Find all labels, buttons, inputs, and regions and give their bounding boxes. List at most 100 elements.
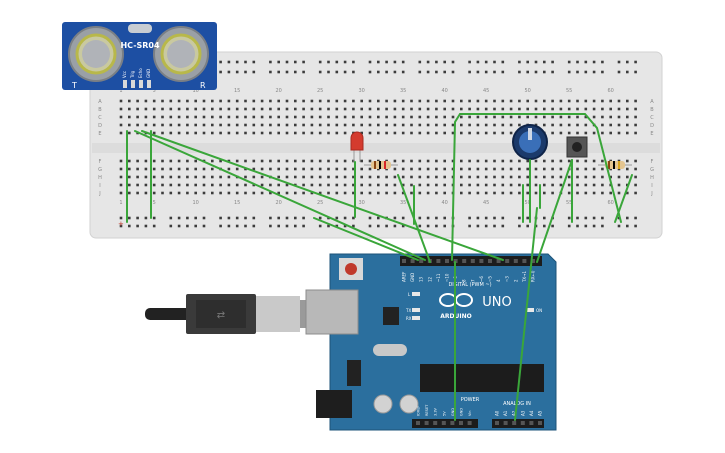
breadboard-hole[interactable] [169,175,173,179]
breadboard-hole[interactable] [626,183,629,187]
breadboard-hole[interactable] [302,224,305,228]
breadboard-hole[interactable] [335,99,339,103]
breadboard-hole[interactable] [543,60,546,64]
breadboard-hole[interactable] [468,183,471,187]
breadboard-hole[interactable] [626,191,629,195]
breadboard-hole[interactable] [435,183,438,187]
breadboard-hole[interactable] [235,191,239,195]
breadboard-hole[interactable] [401,175,405,179]
breadboard-hole[interactable] [484,123,488,127]
wire[interactable] [451,113,622,261]
breadboard-hole[interactable] [227,115,231,119]
breadboard-hole[interactable] [501,216,505,220]
breadboard-hole[interactable] [418,224,422,228]
breadboard-hole[interactable] [509,115,513,119]
breadboard-hole[interactable] [460,131,463,135]
breadboard-hole[interactable] [401,159,405,163]
breadboard-hole[interactable] [476,175,480,179]
breadboard-hole[interactable] [368,175,372,179]
breadboard-hole[interactable] [211,191,214,195]
breadboard-hole[interactable] [144,99,148,103]
breadboard-hole[interactable] [476,107,480,111]
breadboard-hole[interactable] [567,159,571,163]
breadboard-hole[interactable] [435,99,438,103]
breadboard-hole[interactable] [310,159,314,163]
breadboard-hole[interactable] [177,224,181,228]
breadboard-hole[interactable] [385,115,388,119]
breadboard-hole[interactable] [601,224,604,228]
breadboard-hole[interactable] [352,70,355,74]
breadboard-hole[interactable] [128,183,131,187]
breadboard-hole[interactable] [534,99,538,103]
breadboard-hole[interactable] [235,159,239,163]
breadboard-hole[interactable] [476,123,480,127]
breadboard-hole[interactable] [252,123,256,127]
breadboard-hole[interactable] [219,99,222,103]
breadboard-hole[interactable] [277,175,280,179]
breadboard-hole[interactable] [119,175,123,179]
breadboard-hole[interactable] [418,183,422,187]
breadboard-hole[interactable] [426,191,430,195]
breadboard-hole[interactable] [252,115,256,119]
breadboard-hole[interactable] [302,99,305,103]
sensor-pin[interactable] [139,80,143,88]
breadboard-hole[interactable] [626,224,629,228]
breadboard-hole[interactable] [435,131,438,135]
breadboard-hole[interactable] [219,115,222,119]
breadboard-hole[interactable] [543,107,546,111]
breadboard-hole[interactable] [426,167,430,171]
breadboard-hole[interactable] [551,70,554,74]
breadboard-hole[interactable] [592,99,596,103]
header-pin[interactable] [512,421,517,425]
breadboard-hole[interactable] [235,115,239,119]
breadboard-hole[interactable] [136,216,139,220]
breadboard-hole[interactable] [186,191,189,195]
breadboard-hole[interactable] [634,175,637,179]
breadboard-hole[interactable] [601,183,604,187]
breadboard-hole[interactable] [211,159,214,163]
breadboard-hole[interactable] [393,216,397,220]
breadboard-hole[interactable] [518,159,521,163]
breadboard-hole[interactable] [393,99,397,103]
breadboard-hole[interactable] [592,70,596,74]
breadboard-hole[interactable] [526,224,529,228]
breadboard-hole[interactable] [576,167,579,171]
breadboard-hole[interactable] [169,216,173,220]
breadboard-hole[interactable] [252,107,256,111]
breadboard-hole[interactable] [634,107,637,111]
breadboard-hole[interactable] [285,159,289,163]
breadboard-hole[interactable] [634,224,637,228]
breadboard-hole[interactable] [468,70,471,74]
breadboard-hole[interactable] [128,175,131,179]
breadboard-hole[interactable] [343,60,347,64]
breadboard-hole[interactable] [493,107,496,111]
breadboard-hole[interactable] [318,107,322,111]
breadboard-hole[interactable] [576,70,579,74]
breadboard-hole[interactable] [543,216,546,220]
breadboard-hole[interactable] [136,167,139,171]
breadboard-hole[interactable] [393,70,397,74]
breadboard-hole[interactable] [451,131,455,135]
breadboard-hole[interactable] [144,183,148,187]
breadboard-hole[interactable] [476,191,480,195]
breadboard-hole[interactable] [576,183,579,187]
breadboard-hole[interactable] [169,99,173,103]
breadboard-hole[interactable] [576,216,579,220]
breadboard-hole[interactable] [318,167,322,171]
breadboard-hole[interactable] [509,159,513,163]
breadboard-hole[interactable] [343,224,347,228]
breadboard-hole[interactable] [410,115,413,119]
breadboard-hole[interactable] [360,167,363,171]
breadboard-hole[interactable] [451,60,455,64]
breadboard-hole[interactable] [211,99,214,103]
breadboard-hole[interactable] [484,216,488,220]
breadboard-hole[interactable] [310,99,314,103]
breadboard-hole[interactable] [219,183,222,187]
breadboard-hole[interactable] [277,167,280,171]
breadboard-hole[interactable] [443,167,446,171]
wire[interactable] [313,217,419,261]
breadboard-hole[interactable] [634,99,637,103]
breadboard-hole[interactable] [169,115,173,119]
breadboard-hole[interactable] [177,99,181,103]
